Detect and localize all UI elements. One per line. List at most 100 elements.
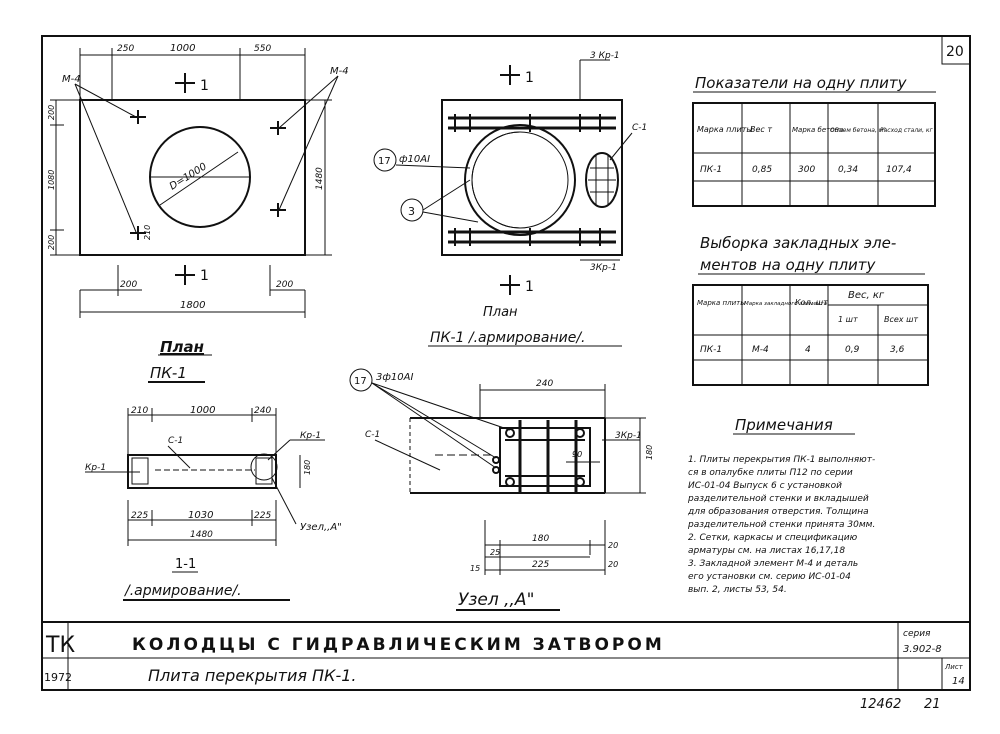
section-dim-top-3: 240 <box>254 406 271 416</box>
node-dim-top: 240 <box>536 379 553 389</box>
t1-r0-c3: 0,34 <box>838 165 858 175</box>
t1-h2: Марка бетона <box>792 126 843 134</box>
reinf-outline <box>441 99 623 256</box>
t1-r0-c2: 300 <box>798 165 815 175</box>
svg-text:17: 17 <box>378 156 391 167</box>
plan-dim-left-3: 200 <box>47 235 56 250</box>
plan-dim-bottom-small-2: 200 <box>276 280 293 290</box>
node-dim-25: 25 <box>490 548 500 557</box>
node-dim-15: 15 <box>470 564 480 573</box>
reinf-cage-top-label: 3 Кр-1 <box>590 51 620 61</box>
page-number: 20 <box>946 44 964 60</box>
plan-embed-left: М-4 <box>62 74 81 85</box>
reinf-callout-17 <box>373 148 397 172</box>
section-dim-height: 180 <box>303 460 312 475</box>
node-dim-height: 180 <box>645 445 654 460</box>
section-cage-left: Кр-1 <box>85 463 106 473</box>
t2-r0-c4: 3,6 <box>890 345 905 355</box>
svg-text:17: 17 <box>354 376 367 387</box>
reinf-caption-2: ПК-1 /.армирование/. <box>430 330 585 346</box>
page-number-box <box>941 35 971 65</box>
plan-caption-1: План <box>160 338 204 356</box>
node-dim-20a: 20 <box>608 541 618 550</box>
reinf-section-mark-bottom: 1 <box>525 279 534 295</box>
bottom-sheet: 21 <box>924 697 941 712</box>
section-dim-bottom-3: 225 <box>254 511 271 521</box>
section-dim-bottom-2: 1030 <box>188 510 213 521</box>
t2-sh1: Всех шт <box>884 315 918 324</box>
plan-section-mark-top: 1 <box>200 78 209 94</box>
t1-h1: Вес т <box>750 125 772 134</box>
notes-title: Примечания <box>735 416 833 434</box>
section-dim-total: 1480 <box>190 530 213 540</box>
table2-title-1: Выборка закладных эле- <box>700 234 896 252</box>
plan-embed-right: М-4 <box>330 66 349 77</box>
plan-caption-2: ПК-1 <box>150 364 187 382</box>
plan-dim-left-1: 200 <box>47 105 56 120</box>
reinf-opening-outer <box>464 124 576 236</box>
note-line: 1. Плиты перекрытия ПК-1 выполняют- <box>688 455 875 465</box>
plan-outline <box>79 99 306 256</box>
node-dim-90: 90 <box>572 450 582 459</box>
tb-series-value: 3.902-8 <box>903 644 942 655</box>
node-dim-180: 180 <box>532 534 549 544</box>
node-caption: Узел ,,А" <box>458 590 534 610</box>
plan-dim-left-2: 1080 <box>47 170 56 190</box>
node-dim-225: 225 <box>532 560 549 570</box>
node-bar-spec: 3ф10АI <box>376 372 413 383</box>
section-cage-right: Кр-1 <box>300 431 321 441</box>
reinf-mesh-label: С-1 <box>632 123 647 133</box>
tb-org: ТК <box>45 633 75 658</box>
t1-r0-c0: ПК-1 <box>700 165 722 175</box>
tb-subtitle: Плита перекрытия ПК-1. <box>148 666 356 685</box>
t1-r0-c4: 107,4 <box>886 165 912 175</box>
plan-dim-bottom: 1800 <box>180 300 205 311</box>
tb-series-label: серия <box>903 629 931 639</box>
t2-h3: Вес, кг <box>848 290 885 301</box>
reinf-mesh <box>585 152 619 208</box>
t1-r0-c1: 0,85 <box>752 165 772 175</box>
notes: Примечания 1. Плиты перекрытия ПК-1 выпо… <box>687 416 875 595</box>
reinf-cage-top <box>448 114 616 132</box>
note-line: 3. Закладной элемент М-4 и деталь <box>688 559 858 569</box>
tb-title: КОЛОДЦЫ С ГИДРАВЛИЧЕСКИМ ЗАТВОРОМ <box>132 635 665 655</box>
note-line: 2. Сетки, каркасы и спецификацию <box>688 533 858 543</box>
node-dim-20b: 20 <box>608 560 618 569</box>
notes-lines: 1. Плиты перекрытия ПК-1 выполняют-ся в … <box>687 455 875 595</box>
t2-h1: Марка закладного элемента <box>744 301 828 307</box>
t2-r0-c1: М-4 <box>752 345 769 355</box>
section-outline <box>127 454 277 489</box>
t2-h0: Марка плиты <box>697 299 746 307</box>
section-node-circle <box>250 453 278 481</box>
section-dim-top-2: 1000 <box>190 405 215 416</box>
note-line: ся в опалубке плиты П12 по серии <box>688 468 853 478</box>
node-cage <box>499 427 591 487</box>
note-line: разделительной стенки и вкладышей <box>687 494 869 504</box>
node-mesh-label: С-1 <box>365 430 380 440</box>
t2-r0-c3: 0,9 <box>845 345 860 355</box>
node-cage-label: 3Кр-1 <box>615 431 642 441</box>
note-line: вып. 2, листы 53, 54. <box>688 585 787 595</box>
plan-dim-inner: 210 <box>143 225 152 240</box>
table1-title: Показатели на одну плиту <box>695 74 908 92</box>
reinf-section-mark-top: 1 <box>525 70 534 86</box>
reinf-view: С-1 3 Кр-1 3Кр-1 17 ф10АI 3 1 1 План ПК-… <box>373 51 647 347</box>
reinf-cage-bottom-label: 3Кр-1 <box>590 263 617 273</box>
node-view: 90 17 3ф10АI 240 180 3Кр-1 С-1 180 20 25… <box>349 368 654 611</box>
note-line: ИС-01-04 Выпуск 6 с установкой <box>688 481 842 491</box>
plan-section-mark-bottom: 1 <box>200 268 209 284</box>
section-dim-bottom-1: 225 <box>131 511 148 521</box>
tb-sheet-value: 14 <box>952 676 965 687</box>
t2-r0-c2: 4 <box>805 345 811 355</box>
plan-dim-right: 1480 <box>315 167 325 190</box>
reinf-bar-spec: ф10АI <box>399 154 430 165</box>
plan-view: D=1000 М-4 М-4 1 1 250 1000 550 200 200 … <box>47 43 349 383</box>
title-block: ТК 1972 КОЛОДЦЫ С ГИДРАВЛИЧЕСКИМ ЗАТВОРО… <box>42 621 970 690</box>
section-view: 210 1000 240 225 1030 225 1480 180 С-1 К… <box>85 405 342 601</box>
plan-dim-top-1: 250 <box>117 44 134 54</box>
section-caption-2: /.армирование/. <box>123 583 242 599</box>
t2-r0-c0: ПК-1 <box>700 345 722 355</box>
reinf-cage-bottom <box>448 228 616 246</box>
